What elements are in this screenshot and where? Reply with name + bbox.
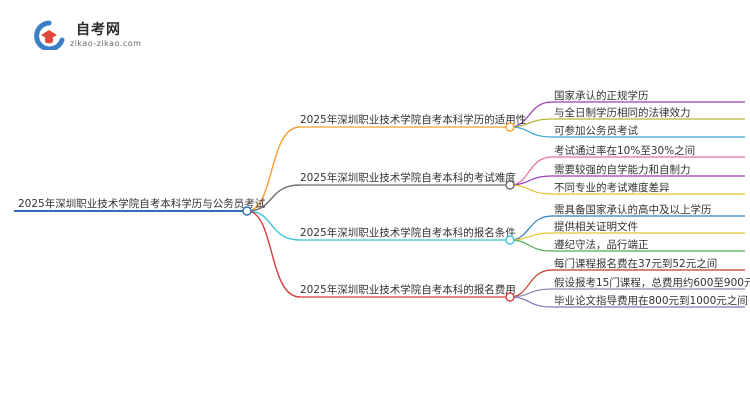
branch-connector [246, 210, 301, 298]
mind-map-nodes: 2025年深圳职业技术学院自考本科学历与公务员考试 2025年深圳职业技术学院自考… [14, 89, 750, 307]
leaf-node-label[interactable]: 提供相关证明文件 [554, 220, 638, 233]
branch-collapse-toggle[interactable] [505, 180, 515, 190]
branch-node-label[interactable]: 2025年深圳职业技术学院自考本科的考试难度 [300, 171, 516, 184]
branch-node-label[interactable]: 2025年深圳职业技术学院自考本科学历的适用性 [300, 113, 526, 126]
leaf-node-label[interactable]: 可参加公务员考试 [554, 124, 638, 137]
leaf-node-label[interactable]: 考试通过率在10%至30%之间 [554, 144, 695, 157]
leaf-connector [509, 156, 553, 186]
logo-mark-icon [34, 20, 65, 50]
logo-subtitle: zikao-zikao.com [70, 39, 142, 48]
leaf-node-label[interactable]: 需要较强的自学能力和自制力 [554, 163, 691, 176]
leaf-connector [509, 184, 553, 195]
leaf-node-label[interactable]: 遵纪守法，品行端正 [554, 238, 649, 251]
leaf-connector [509, 126, 553, 138]
branch-connector [246, 184, 301, 212]
leaf-node-label[interactable]: 与全日制学历相同的法律效力 [554, 106, 691, 119]
branch-node-label[interactable]: 2025年深圳职业技术学院自考本科的报名条件 [300, 226, 516, 239]
root-node-label[interactable]: 2025年深圳职业技术学院自考本科学历与公务员考试 [18, 197, 266, 210]
leaf-node-label[interactable]: 不同专业的考试难度差异 [554, 181, 670, 194]
branch-node-label[interactable]: 2025年深圳职业技术学院自考本科的报名费用 [300, 283, 516, 296]
branch-collapse-toggle[interactable] [505, 122, 515, 132]
branch-connector [246, 210, 301, 241]
branch-collapse-toggle[interactable] [505, 235, 515, 245]
logo-title: 自考网 [76, 22, 121, 38]
leaf-node-label[interactable]: 每门课程报名费在37元到52元之间 [554, 257, 717, 270]
leaf-node-label[interactable]: 毕业论文指导费用在800元到1000元之间 [554, 294, 748, 307]
branch-collapse-toggle[interactable] [505, 292, 515, 302]
leaf-node-label[interactable]: 假设报考15门课程，总费用约600至900元 [554, 276, 750, 289]
site-logo[interactable]: 自考网 zikao-zikao.com [32, 18, 142, 54]
root-collapse-toggle[interactable] [242, 206, 252, 216]
leaf-connector [509, 296, 553, 308]
leaf-node-label[interactable]: 国家承认的正规学历 [554, 89, 649, 102]
branch-connector [246, 126, 301, 212]
leaf-node-label[interactable]: 需具备国家承认的高中及以上学历 [554, 203, 712, 216]
leaf-connector [509, 239, 553, 252]
